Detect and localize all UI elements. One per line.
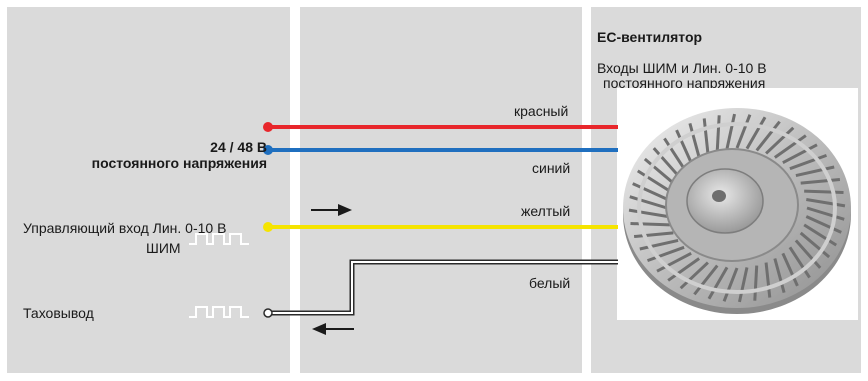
- tacho-terminal: [263, 308, 273, 318]
- blue-wire-terminal: [263, 145, 273, 155]
- white-wire: [272, 261, 618, 314]
- fan-inputs-line2: постоянного напряжения: [603, 75, 766, 91]
- fan-inputs-line1: Входы ШИМ и Лин. 0-10 В: [597, 60, 767, 76]
- left-panel: [7, 7, 290, 373]
- wire-label-yellow: желтый: [521, 203, 571, 219]
- wire-label-red: красный: [514, 103, 569, 119]
- control-input-label: Управляющий вход Лин. 0-10 В: [23, 220, 227, 236]
- pwm-signal-icon: [189, 233, 249, 245]
- yellow-wire-terminal: [263, 222, 273, 232]
- tacho-signal-icon: [189, 306, 249, 318]
- supply-type: постоянного напряжения: [91, 155, 267, 171]
- fan-title: EC-вентилятор: [597, 29, 703, 45]
- control-input-pwm-label: ШИМ: [146, 240, 181, 256]
- tacho-output-label: Таховывод: [23, 305, 94, 321]
- fan-photo: [617, 88, 858, 320]
- arrow-left-icon: [312, 323, 354, 335]
- wire-label-white: белый: [529, 275, 571, 291]
- red-wire-terminal: [263, 122, 273, 132]
- supply-voltage: 24 / 48 В: [210, 139, 267, 155]
- arrow-right-icon: [311, 204, 352, 216]
- wire-label-blue: синий: [532, 160, 571, 176]
